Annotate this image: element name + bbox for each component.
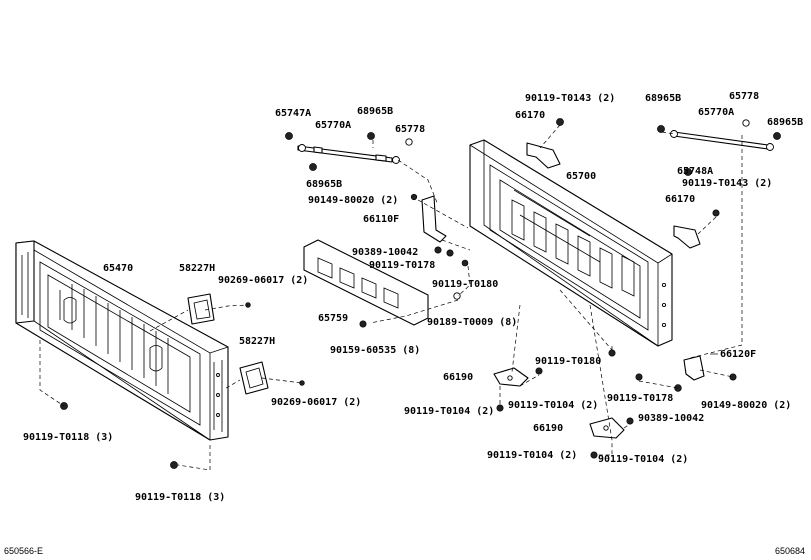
label-65778-a: 65778 bbox=[395, 124, 425, 135]
label-90149-80020-a: 90149-80020 (2) bbox=[308, 195, 398, 206]
hinge-66170-lower bbox=[673, 225, 701, 249]
clip-66190-lower bbox=[589, 417, 625, 439]
label-68965b-d: 68965B bbox=[767, 117, 803, 128]
label-68965b-b: 68965B bbox=[306, 179, 342, 190]
label-90389-10042-a: 90389-10042 bbox=[352, 247, 418, 258]
label-68965b-c: 68965B bbox=[645, 93, 681, 104]
tailgate-outer-panel-65470 bbox=[15, 240, 229, 441]
label-90159-60535: 90159-60535 (8) bbox=[330, 345, 420, 356]
label-90119-t0118-b: 90119-T0118 (3) bbox=[135, 492, 225, 503]
footer-right-code: 650684 bbox=[775, 546, 805, 556]
gasket-65759 bbox=[303, 239, 429, 326]
label-58227h-a: 58227H bbox=[179, 263, 215, 274]
label-90119-t0104-c: 90119-T0104 (2) bbox=[487, 450, 577, 461]
label-65770a-b: 65770A bbox=[698, 107, 734, 118]
label-66170-b: 66170 bbox=[665, 194, 695, 205]
label-90119-t0104-a: 90119-T0104 (2) bbox=[404, 406, 494, 417]
label-90119-t0104-b: 90119-T0104 (2) bbox=[508, 400, 598, 411]
label-90119-t0104-d: 90119-T0104 (2) bbox=[598, 454, 688, 465]
label-90119-t0178-b: 90119-T0178 bbox=[607, 393, 673, 404]
label-90119-t0178-a: 90119-T0178 bbox=[369, 260, 435, 271]
label-65700: 65700 bbox=[566, 171, 596, 182]
label-90119-t0143-b: 90119-T0143 (2) bbox=[682, 178, 772, 189]
latch-bracket-58227h-lower bbox=[239, 361, 269, 395]
footer-left-code: 650566-E bbox=[4, 546, 43, 556]
label-90389-10042-b: 90389-10042 bbox=[638, 413, 704, 424]
label-90269-06017-b: 90269-06017 (2) bbox=[271, 397, 361, 408]
part-labels: 65747A 68965B 65770A 65778 68965B 90149-… bbox=[23, 91, 803, 503]
label-66170-a: 66170 bbox=[515, 110, 545, 121]
bracket-66110f bbox=[421, 195, 447, 243]
label-65759: 65759 bbox=[318, 313, 348, 324]
hinge-66170-upper bbox=[526, 142, 561, 169]
label-90269-06017-a: 90269-06017 (2) bbox=[218, 275, 308, 286]
label-66110f: 66110F bbox=[363, 214, 399, 225]
support-cable-65770a-right bbox=[670, 130, 774, 151]
label-65770a-a: 65770A bbox=[315, 120, 351, 131]
tailgate-inner-65700 bbox=[469, 139, 673, 347]
fasteners bbox=[60, 118, 781, 469]
label-65748a: 65748A bbox=[677, 166, 713, 177]
label-58227h-b: 58227H bbox=[239, 336, 275, 347]
label-66190-b: 66190 bbox=[533, 423, 563, 434]
latch-bracket-58227h-upper bbox=[187, 293, 215, 325]
label-90119-t0143-a: 90119-T0143 (2) bbox=[525, 93, 615, 104]
label-65747a: 65747A bbox=[275, 108, 311, 119]
label-66120f: 66120F bbox=[720, 349, 756, 360]
label-90149-80020-b: 90149-80020 (2) bbox=[701, 400, 791, 411]
label-90119-t0118-a: 90119-T0118 (3) bbox=[23, 432, 113, 443]
clip-66190-upper bbox=[493, 367, 529, 387]
leader-lines bbox=[39, 124, 743, 471]
label-90119-t0180-a: 90119-T0180 bbox=[432, 279, 498, 290]
label-68965b-a: 68965B bbox=[357, 106, 393, 117]
support-cable-65770a-left bbox=[297, 144, 400, 164]
label-65778-b: 65778 bbox=[729, 91, 759, 102]
label-90119-t0180-b: 90119-T0180 bbox=[535, 356, 601, 367]
label-65470: 65470 bbox=[103, 263, 133, 274]
label-66190-a: 66190 bbox=[443, 372, 473, 383]
bracket-66120f bbox=[683, 355, 705, 381]
label-90189-t0009: 90189-T0009 (8) bbox=[427, 317, 517, 328]
